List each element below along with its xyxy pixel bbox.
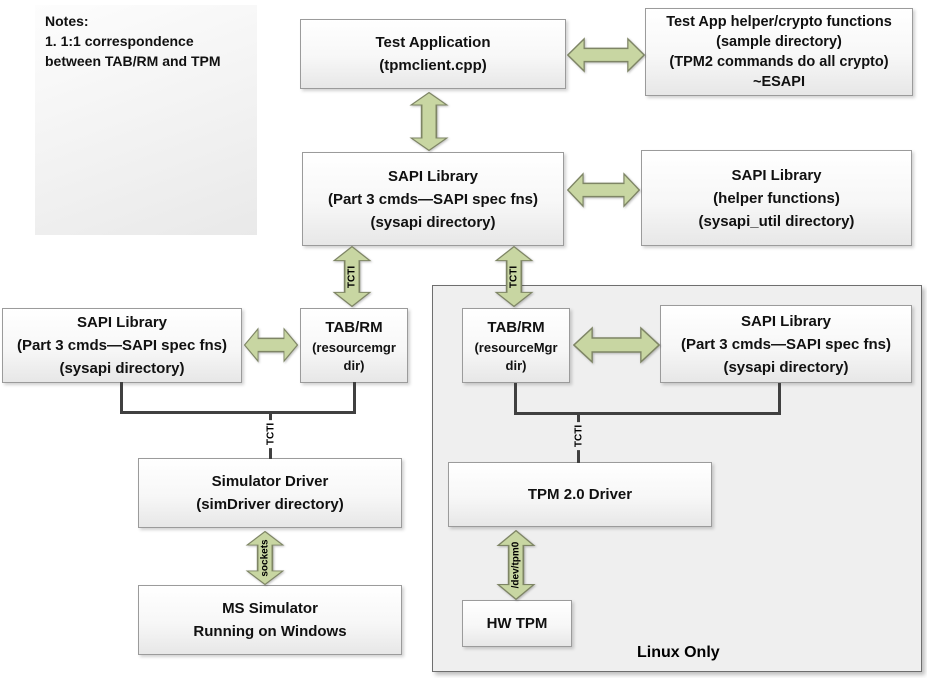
box-sapi-library-main: SAPI Library (Part 3 cmds—SAPI spec fns)… xyxy=(302,152,564,246)
double-arrow-tcti-right-icon: TCTI xyxy=(493,246,535,307)
double-arrow-dev-tpm0-icon: /dev/tpm0 xyxy=(495,530,537,600)
box-simulator-driver: Simulator Driver (simDriver directory) xyxy=(138,458,402,528)
box-line: dir) xyxy=(343,358,365,373)
box-sapi-library-left: SAPI Library (Part 3 cmds—SAPI spec fns)… xyxy=(2,308,242,383)
tcti-label-left-bracket: TCTI xyxy=(265,419,277,449)
dev-tpm0-label: /dev/tpm0 xyxy=(510,541,522,589)
linux-only-label: Linux Only xyxy=(637,644,720,661)
connector-line xyxy=(353,382,356,414)
box-test-application: Test Application (tpmclient.cpp) xyxy=(300,19,566,89)
box-test-app-helper: Test App helper/crypto functions (sample… xyxy=(645,8,913,96)
box-line: HW TPM xyxy=(486,615,548,632)
connector-line xyxy=(778,383,781,415)
box-ms-simulator: MS Simulator Running on Windows xyxy=(138,585,402,655)
box-line: SAPI Library xyxy=(740,312,832,330)
box-line: (sample directory) xyxy=(716,34,842,50)
box-line: Simulator Driver xyxy=(211,473,329,490)
tcti-label-right-bracket: TCTI xyxy=(573,421,585,451)
box-line: ~ESAPI xyxy=(753,74,805,90)
double-arrow-tabrm-sapilinux-icon xyxy=(573,325,660,365)
box-line: TAB/RM xyxy=(487,319,545,336)
box-line: SAPI Library xyxy=(731,166,822,184)
box-line: (Part 3 cmds—SAPI spec fns) xyxy=(680,335,892,353)
tcti-label-left: TCTI xyxy=(346,265,358,288)
connector-line xyxy=(514,383,517,415)
box-line: (resourceMgr xyxy=(474,340,558,355)
box-line: (resourcemgr xyxy=(312,340,396,355)
box-line: SAPI Library xyxy=(387,167,479,185)
notes-line: 1. 1:1 correspondence xyxy=(45,33,194,49)
box-line: Test App helper/crypto functions xyxy=(666,14,892,30)
notes-title: Notes: xyxy=(45,13,89,29)
box-tab-rm-left: TAB/RM (resourcemgr dir) xyxy=(300,308,408,383)
box-sapi-library-helper: SAPI Library (helper functions) (sysapi_… xyxy=(641,150,912,246)
box-line: (TPM2 commands do all crypto) xyxy=(669,54,889,70)
notes-box: Notes: 1. 1:1 correspondence between TAB… xyxy=(35,5,257,235)
box-sapi-library-linux: SAPI Library (Part 3 cmds—SAPI spec fns)… xyxy=(660,305,912,383)
box-line: Test Application xyxy=(375,34,491,51)
double-arrow-sapi-helper-icon xyxy=(567,171,640,209)
box-hw-tpm: HW TPM xyxy=(462,600,572,647)
notes-line: between TAB/RM and TPM xyxy=(45,53,221,69)
box-line: TAB/RM xyxy=(325,319,383,336)
box-line: (helper functions) xyxy=(713,189,840,207)
box-line: TPM 2.0 Driver xyxy=(527,486,633,503)
box-line: SAPI Library xyxy=(76,314,168,331)
sockets-label: sockets xyxy=(259,539,271,577)
box-line: (Part 3 cmds—SAPI spec fns) xyxy=(327,190,539,208)
box-line: (simDriver directory) xyxy=(196,496,344,513)
box-line: (sysapi directory) xyxy=(59,360,185,377)
double-arrow-testapp-helper-icon xyxy=(567,36,645,74)
double-arrow-testapp-sapi-icon xyxy=(408,92,450,151)
box-line: MS Simulator xyxy=(222,600,318,617)
box-line: (sysapi_util directory) xyxy=(698,212,855,230)
box-line: (sysapi directory) xyxy=(370,213,496,231)
connector-line xyxy=(120,411,356,414)
box-line: Running on Windows xyxy=(193,623,347,640)
box-line: (Part 3 cmds—SAPI spec fns) xyxy=(16,337,228,354)
double-arrow-sockets-icon: sockets xyxy=(244,531,286,585)
connector-line xyxy=(120,382,123,414)
double-arrow-tcti-left-icon: TCTI xyxy=(331,246,373,307)
tcti-label-right: TCTI xyxy=(508,265,520,288)
box-line: (tpmclient.cpp) xyxy=(379,57,487,74)
box-line: dir) xyxy=(505,358,527,373)
box-tpm-2-0-driver: TPM 2.0 Driver xyxy=(448,462,712,527)
connector-line xyxy=(514,412,781,415)
double-arrow-sapileft-tabrm-icon xyxy=(244,326,298,364)
box-line: (sysapi directory) xyxy=(723,358,849,376)
box-tab-rm-linux: TAB/RM (resourceMgr dir) xyxy=(462,308,570,383)
